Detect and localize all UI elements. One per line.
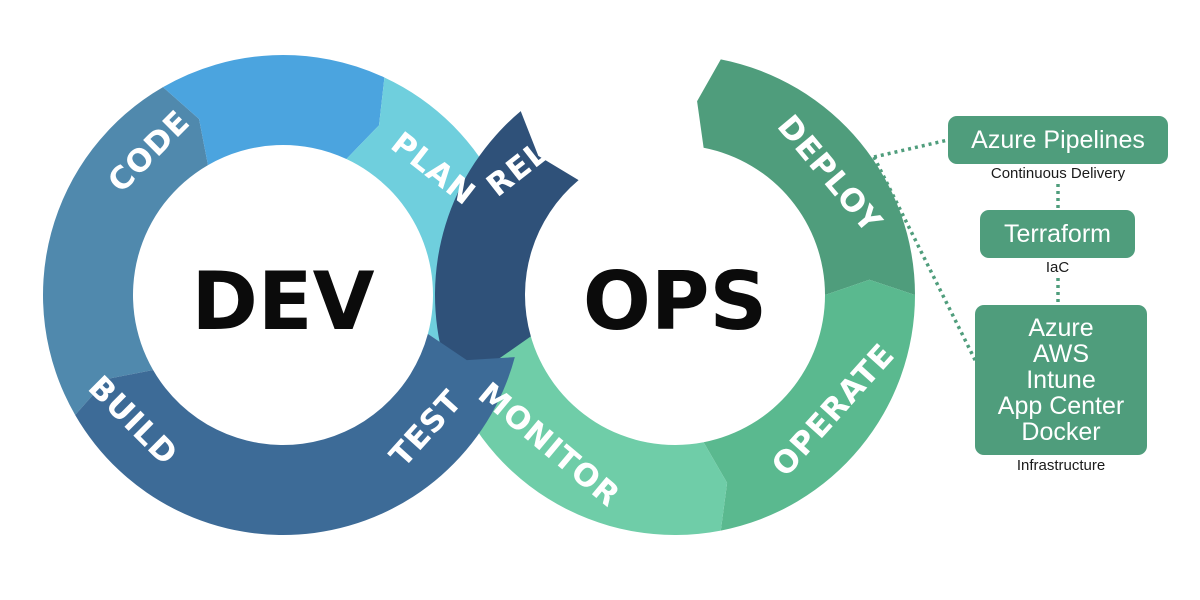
tool-connectors — [872, 138, 1060, 381]
segment-code — [163, 54, 385, 166]
tool-name: AWS — [1032, 340, 1090, 368]
tool-caption: Continuous Delivery — [990, 165, 1126, 182]
segment-deploy — [697, 59, 915, 295]
dev-center-label: DEV — [192, 255, 375, 348]
segment-release — [435, 111, 579, 364]
connector-deploy-pipelines — [873, 138, 949, 159]
tool-name: Azure — [1028, 314, 1094, 342]
tool-caption: IaC — [1045, 259, 1070, 276]
tool-box-1: Azure Pipelines — [948, 116, 1168, 164]
tool-box-2: Terraform — [980, 210, 1135, 258]
segment-operate — [703, 279, 915, 531]
tool-caption: Infrastructure — [1016, 457, 1106, 474]
segment-test — [75, 333, 515, 536]
segment-monitor — [443, 333, 728, 535]
tool-name: Terraform — [1004, 220, 1111, 248]
tool-name: Docker — [1021, 418, 1101, 446]
tool-name: Azure Pipelines — [971, 126, 1145, 154]
tool-name: Intune — [1026, 366, 1096, 394]
tool-name: App Center — [997, 392, 1125, 420]
loop-segments — [42, 54, 915, 536]
ops-center-label: OPS — [583, 255, 767, 348]
segment-build — [42, 87, 209, 415]
